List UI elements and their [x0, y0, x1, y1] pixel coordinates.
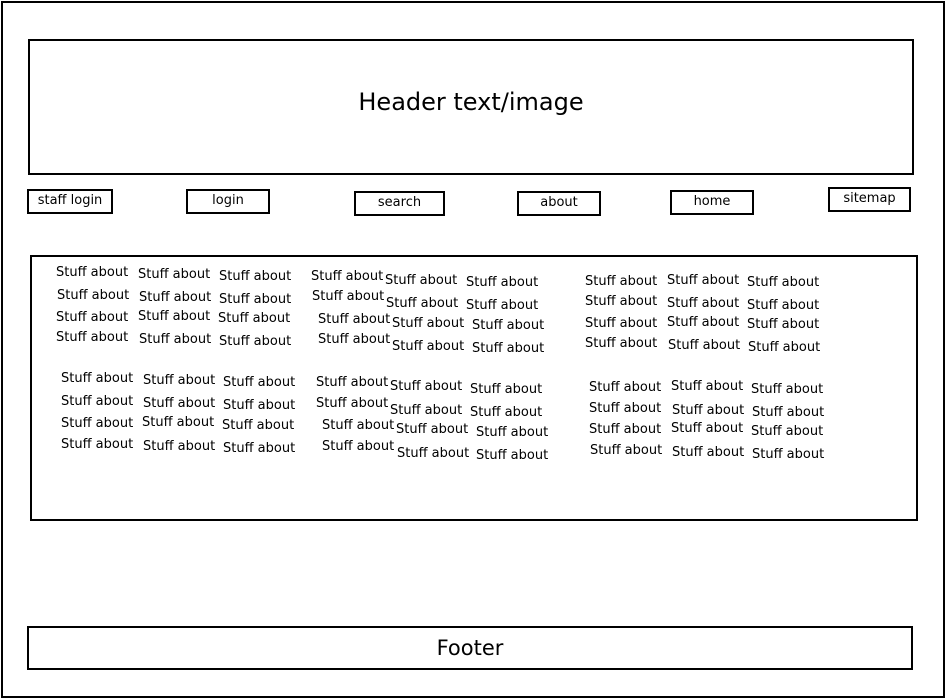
stuff-about-item: Stuff about	[748, 340, 821, 355]
sitemap-button[interactable]: sitemap	[828, 187, 911, 212]
stuff-about-item: Stuff about	[222, 418, 295, 433]
stuff-about-item: Stuff about	[316, 396, 389, 411]
search-button[interactable]: search	[354, 191, 445, 216]
stuff-about-item: Stuff about	[223, 375, 296, 390]
stuff-about-item: Stuff about	[585, 274, 658, 289]
stuff-about-item: Stuff about	[143, 439, 216, 454]
stuff-about-item: Stuff about	[219, 269, 292, 284]
stuff-about-item: Stuff about	[476, 448, 549, 463]
stuff-about-item: Stuff about	[318, 312, 391, 327]
stuff-about-item: Stuff about	[385, 273, 458, 288]
stuff-about-item: Stuff about	[223, 441, 296, 456]
stuff-about-item: Stuff about	[139, 332, 212, 347]
stuff-about-item: Stuff about	[56, 265, 129, 280]
stuff-about-item: Stuff about	[392, 316, 465, 331]
footer-text: Footer	[436, 636, 504, 660]
stuff-about-item: Stuff about	[61, 437, 134, 452]
stuff-about-item: Stuff about	[747, 298, 820, 313]
stuff-about-item: Stuff about	[752, 405, 825, 420]
stuff-about-item: Stuff about	[142, 415, 215, 430]
stuff-about-item: Stuff about	[390, 379, 463, 394]
stuff-about-item: Stuff about	[218, 311, 291, 326]
stuff-about-item: Stuff about	[747, 275, 820, 290]
stuff-about-item: Stuff about	[322, 439, 395, 454]
stuff-about-item: Stuff about	[585, 294, 658, 309]
header-box: Header text/image	[28, 39, 914, 175]
staff-login-button[interactable]: staff login	[27, 189, 113, 214]
stuff-about-item: Stuff about	[316, 375, 389, 390]
stuff-about-item: Stuff about	[56, 310, 129, 325]
stuff-about-item: Stuff about	[397, 446, 470, 461]
stuff-about-item: Stuff about	[138, 267, 211, 282]
stuff-about-item: Stuff about	[472, 318, 545, 333]
stuff-about-item: Stuff about	[392, 339, 465, 354]
about-button[interactable]: about	[517, 191, 601, 216]
stuff-about-item: Stuff about	[61, 416, 134, 431]
stuff-about-item: Stuff about	[751, 382, 824, 397]
stuff-about-item: Stuff about	[466, 275, 539, 290]
footer-box: Footer	[27, 626, 913, 670]
stuff-about-item: Stuff about	[476, 425, 549, 440]
stuff-about-item: Stuff about	[143, 373, 216, 388]
stuff-about-item: Stuff about	[386, 296, 459, 311]
stuff-about-item: Stuff about	[466, 298, 539, 313]
stuff-about-item: Stuff about	[61, 371, 134, 386]
stuff-about-item: Stuff about	[390, 403, 463, 418]
stuff-about-item: Stuff about	[667, 273, 740, 288]
login-button[interactable]: login	[186, 189, 270, 214]
stuff-about-item: Stuff about	[671, 421, 744, 436]
stuff-about-item: Stuff about	[585, 316, 658, 331]
home-button[interactable]: home	[670, 190, 754, 215]
stuff-about-item: Stuff about	[138, 309, 211, 324]
stuff-about-item: Stuff about	[472, 341, 545, 356]
stuff-about-item: Stuff about	[143, 396, 216, 411]
stuff-about-item: Stuff about	[668, 338, 741, 353]
stuff-about-item: Stuff about	[311, 269, 384, 284]
stuff-about-item: Stuff about	[747, 317, 820, 332]
stuff-about-item: Stuff about	[322, 418, 395, 433]
stuff-about-item: Stuff about	[56, 330, 129, 345]
stuff-about-item: Stuff about	[396, 422, 469, 437]
stuff-about-item: Stuff about	[589, 422, 662, 437]
stuff-about-item: Stuff about	[61, 394, 134, 409]
stuff-about-item: Stuff about	[312, 289, 385, 304]
stuff-about-item: Stuff about	[667, 296, 740, 311]
stuff-about-item: Stuff about	[470, 405, 543, 420]
stuff-about-item: Stuff about	[139, 290, 212, 305]
stuff-about-item: Stuff about	[589, 380, 662, 395]
stuff-about-item: Stuff about	[57, 288, 130, 303]
stuff-about-item: Stuff about	[470, 382, 543, 397]
stuff-about-item: Stuff about	[667, 315, 740, 330]
stuff-about-item: Stuff about	[751, 424, 824, 439]
stuff-about-item: Stuff about	[585, 336, 658, 351]
header-text: Header text/image	[358, 88, 584, 116]
stuff-about-item: Stuff about	[671, 379, 744, 394]
stuff-about-item: Stuff about	[223, 398, 296, 413]
content-area	[30, 255, 918, 521]
stuff-about-item: Stuff about	[318, 332, 391, 347]
stuff-about-item: Stuff about	[219, 334, 292, 349]
stuff-about-item: Stuff about	[752, 447, 825, 462]
stuff-about-item: Stuff about	[219, 292, 292, 307]
stuff-about-item: Stuff about	[672, 445, 745, 460]
stuff-about-item: Stuff about	[590, 443, 663, 458]
stuff-about-item: Stuff about	[672, 403, 745, 418]
stuff-about-item: Stuff about	[589, 401, 662, 416]
